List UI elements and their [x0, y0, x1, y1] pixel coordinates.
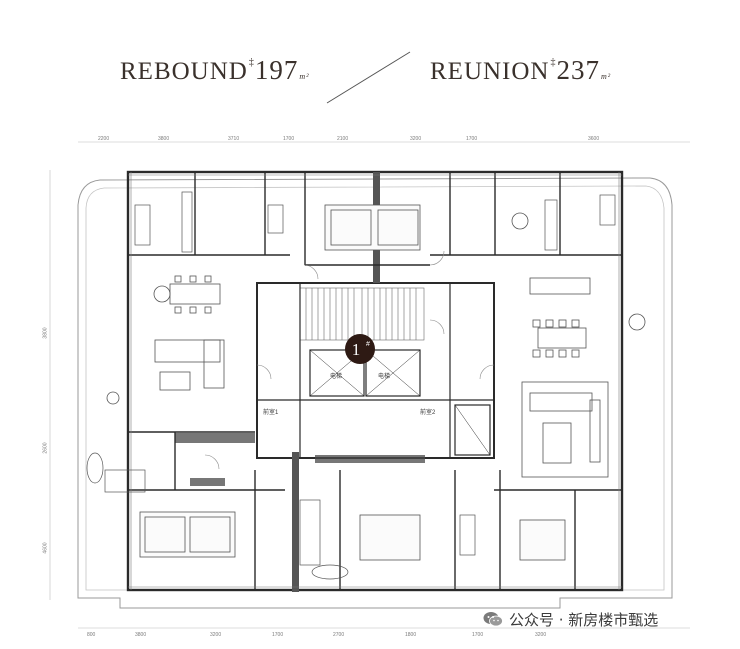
- dining-table-left: [153, 275, 221, 314]
- dim-top-8: 3600: [588, 136, 600, 142]
- unit-area-reunion: 237: [556, 55, 600, 85]
- dim-top-3: 3710: [228, 136, 240, 142]
- dim-bottom-4: 1700: [272, 632, 284, 638]
- elevator-shafts: [309, 349, 421, 397]
- watermark: 公众号 · 新房楼市甄选: [483, 606, 658, 632]
- interior-walls: [128, 172, 622, 590]
- elevator-label-2: 电梯: [378, 372, 390, 380]
- unit-mark-rebound: ‡: [248, 57, 255, 68]
- hall-strip-left: [175, 433, 255, 443]
- dining-table-right: [529, 277, 591, 358]
- unit-suffix-rebound: m²: [299, 72, 310, 81]
- watermark-text: 公众号 · 新房楼市甄选: [509, 610, 659, 629]
- bathroom-fixtures: [86, 191, 616, 580]
- title-reunion: REUNION‡237m²: [430, 55, 611, 86]
- core-partitions: [257, 283, 494, 458]
- dim-top-4: 1700: [283, 136, 295, 142]
- dim-top-5: 2100: [337, 136, 349, 142]
- dim-bottom-6: 1800: [405, 632, 417, 638]
- outer-balcony-outline: [77, 177, 673, 609]
- living-room-right: [511, 212, 646, 478]
- building-number-badge: 1 #: [345, 334, 375, 364]
- unit-suffix-reunion: m²: [601, 72, 612, 81]
- dim-top-6: 3200: [410, 136, 422, 142]
- unit-mark-reunion: ‡: [550, 57, 557, 68]
- stairs: [299, 287, 425, 341]
- dim-bottom-1: 800: [87, 632, 96, 638]
- title-row: REBOUND‡197m² REUNION‡237m²: [0, 0, 740, 104]
- title-rebound: REBOUND‡197m²: [120, 55, 310, 86]
- beds: [139, 204, 566, 561]
- wechat-icon: [483, 612, 503, 627]
- hall-strip-bottom: [190, 478, 225, 486]
- unit-name-rebound: REBOUND: [120, 58, 248, 85]
- building-number: 1: [352, 340, 361, 359]
- dim-bottom-8: 3200: [535, 632, 547, 638]
- dim-bottom-7: 1700: [472, 632, 484, 638]
- elevator-label-1: 电梯: [330, 372, 342, 380]
- building-number-mark: #: [366, 341, 370, 348]
- hall-strip-right: [315, 455, 425, 463]
- lobby-label-1: 前室1: [263, 408, 279, 416]
- title-divider: [326, 51, 411, 104]
- dim-top-2: 3800: [158, 136, 170, 142]
- outer-balcony-inner: [85, 185, 665, 591]
- dim-top-7: 1700: [466, 136, 478, 142]
- windows: [128, 172, 622, 590]
- party-wall-bottom: [292, 452, 299, 592]
- door-swings: [204, 250, 495, 470]
- dimension-lines: [49, 141, 690, 629]
- dim-bottom-5: 2700: [333, 632, 345, 638]
- sofa-left: [106, 339, 225, 405]
- dim-top-1: 2200: [98, 136, 110, 142]
- unit-area-rebound: 197: [254, 55, 299, 85]
- unit-name-reunion: REUNION: [430, 58, 550, 85]
- lobby-label-2: 前室2: [420, 408, 436, 416]
- dim-bottom-3: 3200: [210, 632, 222, 638]
- dim-bottom-2: 3800: [135, 632, 147, 638]
- core-outline: [256, 282, 495, 459]
